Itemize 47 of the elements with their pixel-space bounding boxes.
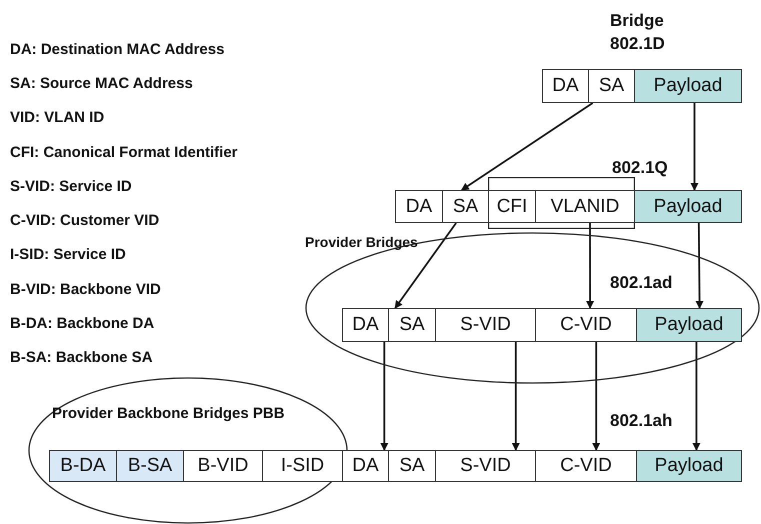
standard-label: 802.1Q xyxy=(612,158,668,178)
frame-field: SA xyxy=(442,190,489,223)
arrow xyxy=(460,102,594,191)
frame-field: B-SA xyxy=(116,450,184,482)
abbreviation-note: VID: VLAN ID xyxy=(10,109,104,126)
frame-field: Payload xyxy=(634,69,742,103)
frame-field: Payload xyxy=(636,450,742,482)
abbreviation-note: B-SA: Backbone SA xyxy=(10,349,153,366)
frame-field: B-VID xyxy=(183,450,263,482)
frame-field: S-VID xyxy=(435,450,536,482)
standard-label: 802.1ad xyxy=(610,273,672,293)
arrow xyxy=(690,103,698,191)
frame-field: I-SID xyxy=(262,450,343,482)
group-title: Provider Bridges xyxy=(305,234,418,250)
standard-heading: Bridge 802.1D xyxy=(610,10,666,55)
frame-field: C-VID xyxy=(535,308,637,342)
abbreviation-note: B-DA: Backbone DA xyxy=(10,315,154,332)
arrow xyxy=(692,342,700,451)
arrow xyxy=(696,223,704,309)
frame-field: DA xyxy=(542,69,589,103)
abbreviation-note: B-VID: Backbone VID xyxy=(10,281,161,298)
arrow xyxy=(586,223,594,309)
frame-field: B-DA xyxy=(49,450,117,482)
frame-field: S-VID xyxy=(435,308,536,342)
standard-label: 802.1ah xyxy=(610,411,672,431)
frame-field: SA xyxy=(588,69,635,103)
frame-field: SA xyxy=(388,308,436,342)
group-title: Provider Backbone Bridges PBB xyxy=(52,405,285,422)
abbreviation-note: DA: Destination MAC Address xyxy=(10,41,224,58)
frame-field: Payload xyxy=(636,308,742,342)
frame-field: VLANID xyxy=(535,190,635,223)
frame-field: CFI xyxy=(488,190,536,223)
abbreviation-note: S-VID: Service ID xyxy=(10,178,132,195)
frame-field: DA xyxy=(395,190,443,223)
frame-field: DA xyxy=(342,308,389,342)
frame-field: C-VID xyxy=(535,450,637,482)
abbreviation-note: SA: Source MAC Address xyxy=(10,75,193,92)
abbreviation-note: CFI: Canonical Format Identifier xyxy=(10,144,238,161)
frame-field: DA xyxy=(342,450,389,482)
arrow xyxy=(380,342,388,451)
frame-field: Payload xyxy=(634,190,742,223)
arrow xyxy=(394,222,457,309)
abbreviation-note: C-VID: Customer VID xyxy=(10,212,160,229)
frame-field: SA xyxy=(388,450,436,482)
abbreviation-note: I-SID: Service ID xyxy=(10,246,126,263)
arrow xyxy=(592,342,600,451)
arrow xyxy=(512,342,520,451)
